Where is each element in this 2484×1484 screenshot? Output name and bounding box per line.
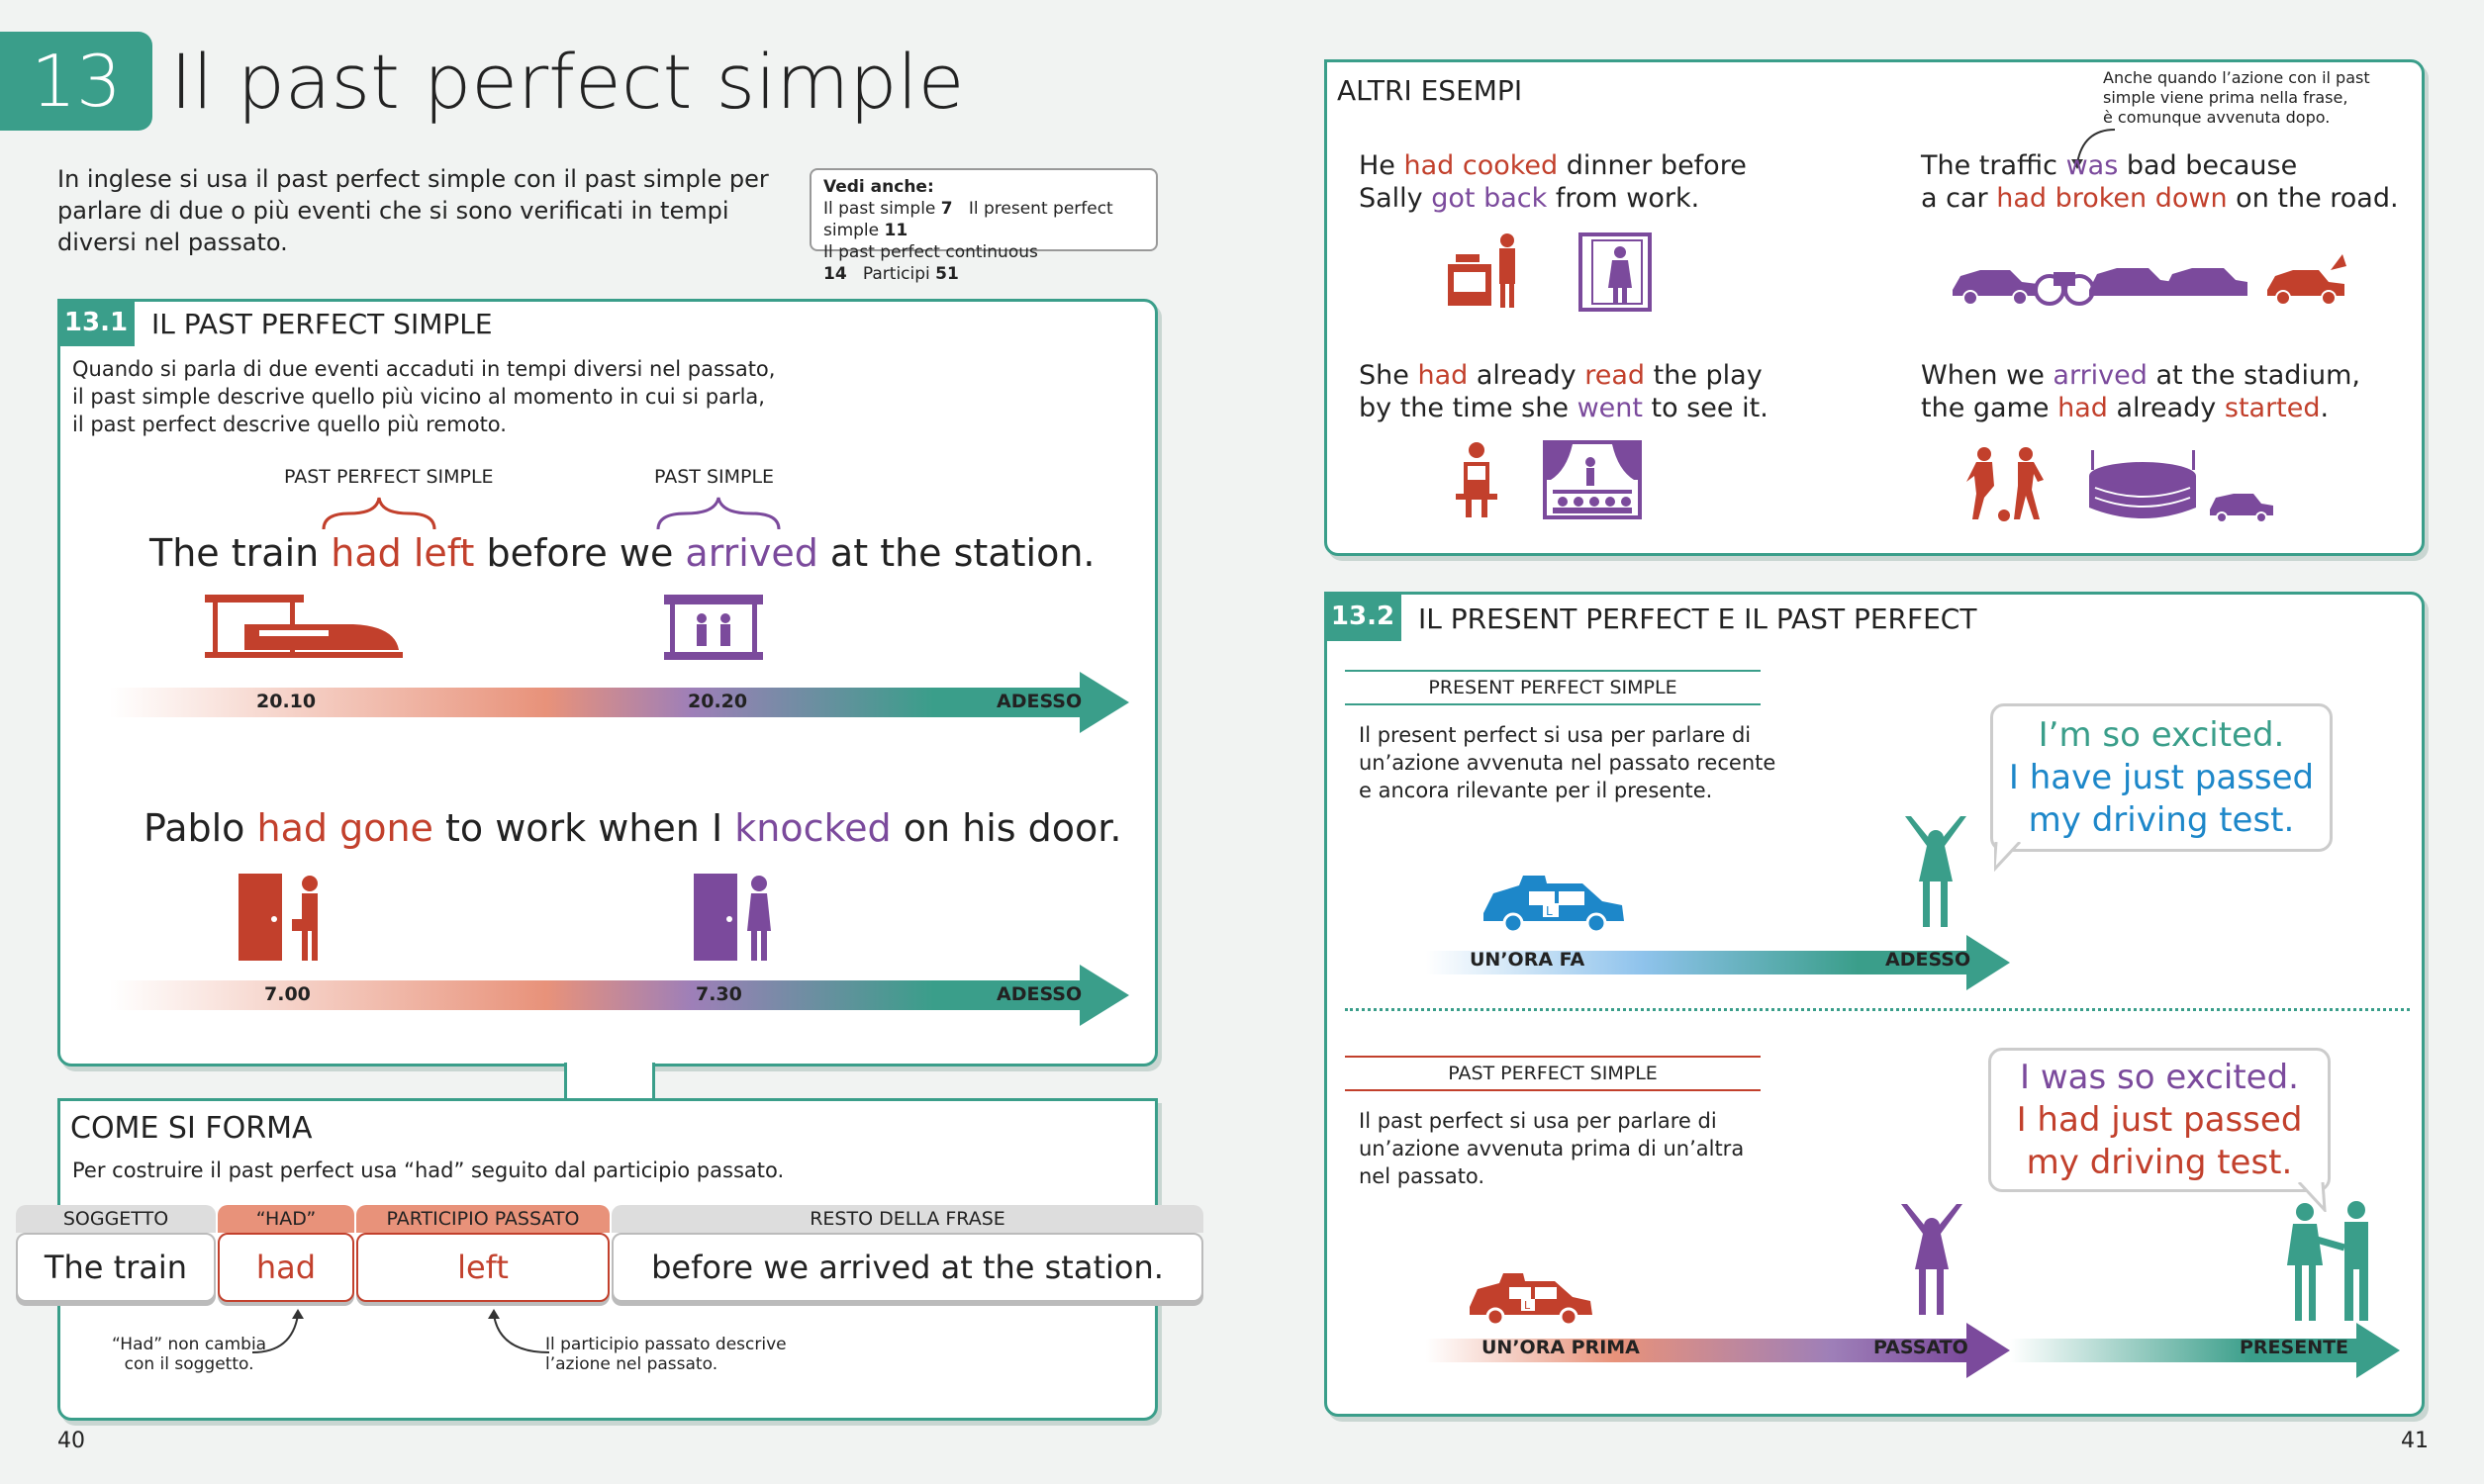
timeline-2-arrow — [110, 965, 1129, 1026]
see-also-box: Vedi anche: Il past simple 7 Il present … — [810, 168, 1158, 284]
train-station-icon — [205, 595, 403, 658]
head-rest: RESTO DELLA FRASE — [612, 1205, 1203, 1233]
form-desc: Per costruire il past perfect usa “had” … — [72, 1159, 785, 1182]
label-past-simple: PAST SIMPLE — [654, 466, 775, 488]
intro-text: In inglese si usa il past perfect simple… — [57, 165, 769, 256]
stadium-icon — [2089, 450, 2273, 523]
see-also-line1: Il past simple 7 Il present perfect simp… — [823, 199, 1113, 240]
form-title: COME SI FORMA — [70, 1111, 313, 1146]
page-number-right: 41 — [2401, 1429, 2429, 1453]
example-read: She had already read the play by the tim… — [1359, 360, 1768, 423]
other-examples-title: ALTRI ESEMPI — [1337, 74, 1523, 107]
door-woman-arriving-icon — [1578, 232, 1652, 312]
example-stadium: When we arrived at the stadium, the game… — [1921, 360, 2360, 423]
head-had: “HAD” — [218, 1205, 354, 1233]
past-timeline-start: UN’ORA PRIMA — [1481, 1337, 1640, 1358]
section-13-2-card: 13.2 IL PRESENT PERFECT E IL PAST PERFEC… — [1324, 592, 2425, 1417]
cooking-icon — [1448, 233, 1515, 308]
chapter-number-badge: 13 — [0, 32, 152, 131]
learner-car-blue-icon: L — [1483, 876, 1624, 933]
see-also-line2: Il past perfect continuous 14 Participi … — [823, 242, 1038, 284]
page-number-left: 40 — [57, 1429, 85, 1453]
timeline-2-time-2: 7.30 — [696, 983, 742, 1005]
timeline-1-time-2: 20.20 — [688, 691, 748, 712]
present-timeline-start: UN’ORA FA — [1470, 949, 1585, 971]
piece-had: had — [218, 1233, 354, 1302]
woman-cheering-purple-icon — [1901, 1204, 1962, 1315]
piece-rest: before we arrived at the station. — [612, 1233, 1203, 1302]
svg-text:L: L — [1546, 904, 1553, 918]
example-cooked: He had cooked dinner before Sally got ba… — [1359, 150, 1747, 214]
door-woman-knocking-icon — [694, 874, 771, 961]
past-timeline-past: PASSATO — [1873, 1337, 1968, 1358]
timeline-1-arrow — [110, 672, 1129, 733]
svg-text:L: L — [1524, 1299, 1531, 1312]
label-past-perfect-simple: PAST PERFECT SIMPLE — [284, 466, 494, 488]
example-traffic: The traffic was bad because a car had br… — [1921, 150, 2399, 214]
present-perfect-label: PRESENT PERFECT SIMPLE — [1345, 670, 1761, 705]
theatre-icon — [1543, 440, 1642, 519]
timeline-1-time-1: 20.10 — [256, 691, 317, 712]
present-timeline-arrow — [1426, 935, 2010, 990]
piece-subject: The train — [16, 1233, 216, 1302]
past-timeline-present: PRESENTE — [2240, 1337, 2349, 1358]
head-subject: SOGGETTO — [16, 1205, 216, 1233]
past-perfect-label: PAST PERFECT SIMPLE — [1345, 1056, 1761, 1091]
timeline-2-time-1: 7.00 — [264, 983, 311, 1005]
note-participle-arrow — [488, 1309, 550, 1353]
speech-tail-2 — [2297, 1182, 2327, 1212]
two-people-teal-icon — [2287, 1201, 2368, 1321]
past-timeline-arrow-1 — [1426, 1323, 2010, 1378]
football-icon — [1966, 447, 2044, 521]
section-13-1-title: IL PAST PERFECT SIMPLE — [151, 308, 493, 340]
speech-tail-1 — [1994, 842, 2022, 872]
see-also-heading: Vedi anche: — [823, 177, 934, 197]
other-examples-card: ALTRI ESEMPI Anche quando l’azione con i… — [1324, 59, 2425, 556]
traffic-jam-icon — [1953, 254, 2346, 306]
piece-participle: left — [356, 1233, 610, 1302]
reading-icon — [1456, 442, 1497, 517]
note-had-arrow — [251, 1309, 304, 1353]
station-people-icon — [664, 595, 763, 660]
example-sentence-1: The train had left before we arrived at … — [149, 531, 1096, 575]
section-divider — [1345, 1008, 2410, 1011]
chapter-number: 13 — [31, 40, 122, 123]
present-perfect-desc: Il present perfect si usa per parlare di… — [1359, 723, 1776, 802]
present-timeline-now: ADESSO — [1885, 949, 1971, 971]
section-13-1-desc: Quando si parla di due eventi accaduti i… — [72, 357, 776, 436]
note-arrow — [2071, 129, 2116, 169]
section-13-1-number: 13.1 — [57, 299, 135, 346]
chapter-title: Il past perfect simple — [170, 38, 965, 126]
past-timeline-arrow-2 — [2010, 1323, 2400, 1378]
example-sentence-2: Pablo had gone to work when I knocked on… — [143, 806, 1122, 850]
learner-car-red-icon: L — [1470, 1273, 1592, 1325]
section-13-1-card: 13.1 IL PAST PERFECT SIMPLE Quando si pa… — [57, 299, 1158, 1067]
card-connector — [564, 1063, 655, 1102]
section-13-2-title: IL PRESENT PERFECT E IL PAST PERFECT — [1418, 603, 1977, 635]
brace-purple-icon — [656, 497, 781, 530]
door-man-leaving-icon — [239, 874, 318, 961]
head-participle: PARTICIPIO PASSATO — [356, 1205, 610, 1233]
woman-cheering-teal-icon — [1905, 816, 1966, 927]
brace-red-icon — [322, 497, 436, 530]
timeline-2-now: ADESSO — [997, 983, 1083, 1005]
section-13-2-number: 13.2 — [1324, 592, 1401, 641]
timeline-1-now: ADESSO — [997, 691, 1083, 712]
